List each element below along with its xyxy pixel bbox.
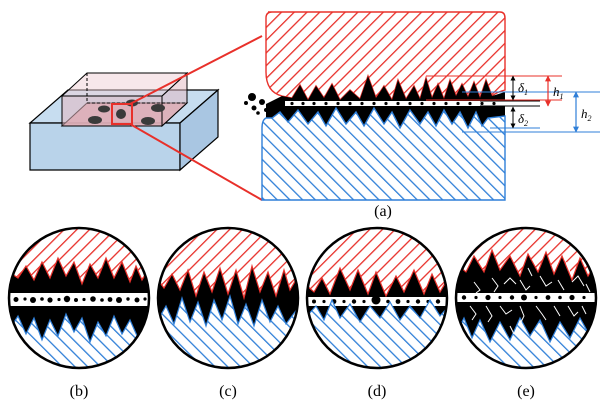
block-front-face: [29, 122, 181, 171]
circle-panel-b: [9, 228, 149, 368]
zoom-line-bottom: [129, 123, 263, 201]
e-frame: [454, 226, 598, 370]
caption-b: (b): [70, 383, 89, 400]
contact-spots: [88, 99, 165, 125]
d-frame: [305, 226, 449, 370]
d-lower-blue: [307, 298, 447, 368]
caption-d: (d): [368, 383, 387, 400]
b-upper-red: [9, 228, 149, 286]
debris-particles-icon: [244, 93, 268, 115]
c-upper-red: [158, 228, 298, 301]
caption-e: (e): [517, 383, 535, 400]
c-frame: [156, 226, 300, 370]
b-frame: [7, 226, 151, 370]
block-illustration: [28, 71, 220, 172]
e-upper-red: [456, 228, 596, 282]
circle-panel-e: [456, 228, 596, 368]
b-gap-band: [9, 293, 149, 306]
block-side-face: [179, 88, 219, 172]
caption-a: (a): [374, 203, 392, 220]
zoom-selection-box: [111, 103, 133, 125]
interface-particles: [290, 101, 496, 106]
h2-label: h2: [581, 106, 592, 123]
e-lower-blue: [456, 316, 596, 368]
delta2-label: δ2: [518, 111, 528, 128]
circle-panel-c: [158, 228, 298, 368]
delta1-label: δ1: [518, 80, 528, 97]
lower-body-blue: [261, 106, 506, 201]
crack-lines-icon: [469, 261, 591, 335]
c-lower-blue: [158, 293, 298, 368]
circle-panel-d: [307, 228, 447, 368]
caption-c: (c): [219, 383, 237, 400]
detail-panel-a: δ1 δ2 h1 h2: [244, 11, 600, 201]
zoom-line-top: [129, 35, 263, 105]
upper-body-red: [265, 11, 506, 102]
d-upper-red: [307, 228, 447, 298]
h1-label: h1: [553, 84, 564, 101]
